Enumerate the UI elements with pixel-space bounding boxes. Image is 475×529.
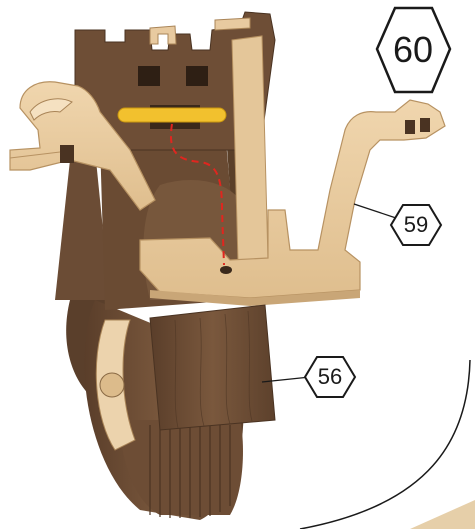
right-column [232,36,268,262]
base-corner [410,500,475,529]
callout-59-hexagon [391,205,441,245]
step-number-hexagon [377,8,450,92]
callout-56-hexagon [305,357,355,397]
highlighted-peg [118,108,226,122]
callout-59-leader [354,204,396,218]
front-fender [150,305,275,430]
